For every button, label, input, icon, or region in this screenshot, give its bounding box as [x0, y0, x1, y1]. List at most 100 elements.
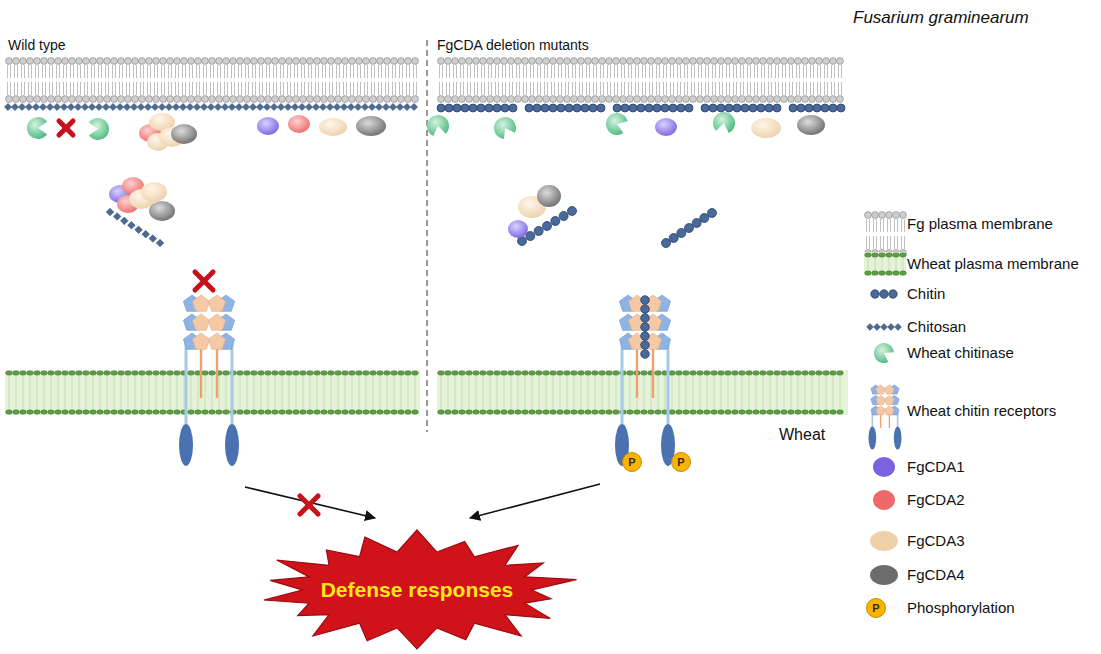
lipid-tail — [23, 376, 24, 409]
lipid-tail — [574, 376, 575, 409]
lipid-head — [27, 410, 34, 414]
panel-label: Wild type — [8, 36, 66, 54]
lipid-head — [557, 58, 564, 65]
lipid-tail — [276, 82, 277, 95]
lipid-tail — [254, 376, 255, 409]
lipid-tail — [301, 82, 302, 95]
lipid-tail — [199, 82, 200, 95]
chitin-unit — [645, 104, 653, 112]
lipid-head — [823, 371, 830, 375]
lipid-tail — [336, 65, 337, 78]
lipid-head — [823, 58, 830, 65]
lipid-tail — [558, 82, 559, 95]
lipid-tail — [150, 65, 151, 78]
lipid-tail — [722, 65, 723, 78]
lipid-head — [550, 371, 557, 375]
lipid-head — [592, 371, 599, 375]
lipid-tail — [213, 82, 214, 95]
lipid-head — [300, 58, 307, 65]
lipid-head — [384, 410, 391, 414]
lipid-tail — [481, 65, 482, 78]
lipid-head — [139, 410, 146, 414]
chitosan-unit — [11, 103, 18, 110]
burst-outline — [264, 530, 577, 649]
lipid-head — [746, 371, 753, 375]
lipid-head — [328, 371, 335, 375]
lipid-tail — [136, 82, 137, 95]
lipid-head — [641, 410, 648, 414]
lipid-tail — [602, 376, 603, 409]
lipid-head — [356, 410, 363, 414]
lipid-tail — [789, 65, 790, 78]
chitin-unit — [717, 104, 725, 112]
lipid-tail — [49, 65, 50, 78]
lipid-tail — [736, 65, 737, 78]
lipid-head — [739, 58, 746, 65]
lipid-head — [466, 58, 473, 65]
lipid-tail — [722, 82, 723, 95]
chitosan-unit — [95, 103, 102, 110]
lipid-tail — [255, 65, 256, 78]
lipid-head — [830, 96, 837, 103]
chitosan-unit — [368, 103, 375, 110]
lipid-tail — [338, 376, 339, 409]
fgcda-protein — [141, 182, 167, 202]
lipid-head — [405, 410, 412, 414]
lipid-tail — [35, 65, 36, 78]
lipid-tail — [100, 376, 101, 409]
chitosan-unit — [888, 324, 895, 331]
lipid-tail — [617, 82, 618, 95]
lipid-head — [550, 96, 557, 103]
lipid-tail — [463, 82, 464, 95]
lipid-tail — [600, 82, 601, 95]
lipid-tail — [896, 258, 897, 270]
lipid-tail — [890, 236, 891, 249]
chitin-unit — [469, 104, 477, 112]
lipid-head — [641, 96, 648, 103]
lipid-head — [13, 410, 20, 414]
lipid-head — [34, 371, 41, 375]
lipid-tail — [768, 65, 769, 78]
lipid-tail — [133, 82, 134, 95]
lipid-tail — [537, 65, 538, 78]
lipid-head — [293, 58, 300, 65]
chitinase-symbol — [494, 117, 516, 139]
lipid-tail — [296, 376, 297, 409]
lipid-tail — [547, 82, 548, 95]
lipid-tail — [568, 82, 569, 95]
lipid-head — [216, 96, 223, 103]
lipid-head — [690, 410, 697, 414]
lipid-tail — [904, 236, 905, 249]
lipid-tail — [658, 376, 659, 409]
lipid-head — [893, 250, 900, 257]
lipid-tail — [596, 82, 597, 95]
chitin-unit — [613, 104, 621, 112]
lipid-head — [398, 96, 405, 103]
lipid-head — [473, 58, 480, 65]
lipid-head — [900, 212, 907, 219]
lipid-head — [816, 371, 823, 375]
lipid-tail — [87, 65, 88, 78]
lipid-head — [543, 410, 550, 414]
lipid-head — [258, 371, 265, 375]
lipid-tail — [77, 82, 78, 95]
lipid-tail — [887, 219, 888, 232]
lipid-head — [676, 410, 683, 414]
lipid-head — [557, 371, 564, 375]
lipid-tail — [332, 65, 333, 78]
lipid-tail — [234, 82, 235, 95]
lipid-tail — [547, 65, 548, 78]
lipid-tail — [217, 82, 218, 95]
lipid-tail — [161, 65, 162, 78]
lipid-head — [370, 410, 377, 414]
fgcda-protein — [537, 185, 561, 207]
lipid-head — [487, 410, 494, 414]
lipid-tail — [539, 376, 540, 409]
chitin-unit — [653, 104, 661, 112]
lipid-head — [83, 96, 90, 103]
chitin-unit — [526, 232, 535, 241]
lipid-tail — [154, 65, 155, 78]
lipid-head — [363, 58, 370, 65]
lipid-head — [258, 58, 265, 65]
chitosan-unit — [354, 103, 361, 110]
